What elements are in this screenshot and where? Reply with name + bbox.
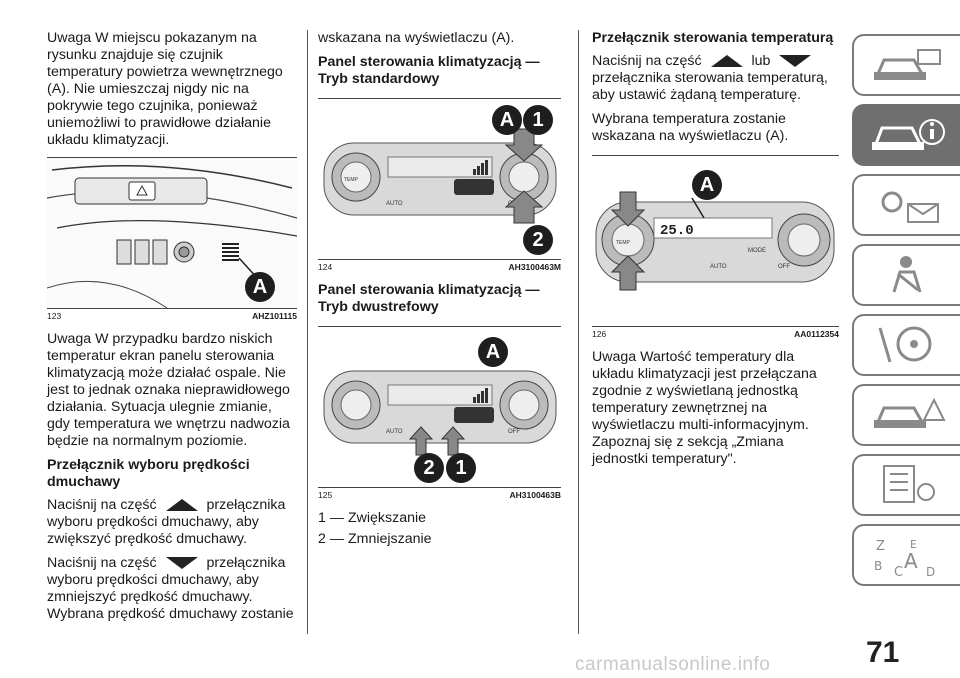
column-2: wskazana na wyświetlaczu (A). Panel ster… xyxy=(318,30,561,552)
off-label: OFF xyxy=(508,429,520,435)
triangle-down-icon xyxy=(779,55,812,68)
figure-123: A xyxy=(47,157,297,309)
temperature-display-text: Wybrana temperatura zostanie wskazana na… xyxy=(592,111,789,144)
figure-code: AH3100463M xyxy=(508,262,561,272)
label-2-badge: 2 xyxy=(523,225,553,255)
auto-label: AUTO xyxy=(386,429,403,435)
tab-car-overview[interactable] xyxy=(852,34,960,96)
list-item: 2 — Zmniejszanie xyxy=(318,531,432,547)
label-a-badge: A xyxy=(692,170,722,200)
car-emergency-icon xyxy=(874,397,946,428)
figure-number: 125 xyxy=(318,490,333,500)
column-divider xyxy=(578,30,579,634)
note-sensor: Uwaga W miejscu pokazanym na rysunku zna… xyxy=(47,30,283,148)
svg-text:Z: Z xyxy=(876,539,885,554)
label-a-badge: A xyxy=(492,105,522,135)
figure-124: AUTO OFF TEMP A 1 2 xyxy=(318,98,561,260)
car-info-icon xyxy=(872,119,945,150)
column-divider xyxy=(307,30,308,634)
auto-label: AUTO xyxy=(710,264,727,270)
control-panel-standard-illustration: AUTO OFF TEMP xyxy=(323,128,557,224)
figure-126: 25.0 AUTO OFF MODE TEMP A xyxy=(592,155,839,327)
triangle-down-icon xyxy=(165,557,198,570)
temperature-instruction: Naciśnij na część lub przełącznika stero… xyxy=(592,53,828,103)
heading-fan-speed: Przełącznik wyboru prędkości dmuchawy xyxy=(47,457,250,490)
heading-temperature-switch: Przełącznik sterowania temperaturą xyxy=(592,30,834,46)
heading-standard-mode: Panel sterowania klimatyzacją — Tryb sta… xyxy=(318,54,540,87)
figure-123-caption: 123 AHZ101115 xyxy=(47,311,297,321)
triangle-up-icon xyxy=(165,499,198,512)
fan-increase-text: Naciśnij na część przełącznika wyboru pr… xyxy=(47,497,286,547)
page-number: 71 xyxy=(866,636,900,669)
figure-number: 124 xyxy=(318,262,333,272)
steering-wheel-icon xyxy=(878,326,932,363)
control-panel-dual-illustration: AUTO OFF xyxy=(323,370,557,456)
svg-text:B: B xyxy=(874,559,882,573)
figure-125: AUTO OFF A 2 1 xyxy=(318,326,561,488)
note-low-temperature: Uwaga W przypadku bardzo niskich tempera… xyxy=(47,331,290,449)
continued-text: wskazana na wyświetlaczu (A). xyxy=(318,30,515,46)
figure-124-caption: 124 AH3100463M xyxy=(318,262,561,272)
tab-driving[interactable] xyxy=(852,314,960,376)
label-a-badge: A xyxy=(478,337,508,367)
figure-code: AH3100463B xyxy=(509,490,561,500)
alphabet-index-icon: Z E B C A D xyxy=(874,538,935,580)
tab-emergency[interactable] xyxy=(852,384,960,446)
tab-maintenance[interactable] xyxy=(852,454,960,516)
label-2-badge: 2 xyxy=(414,453,444,483)
lights-messages-icon xyxy=(881,191,939,223)
temp-label: TEMP xyxy=(616,240,631,246)
mode-label: MODE xyxy=(748,248,766,254)
safety-seatbelt-icon xyxy=(892,256,922,293)
maintenance-checklist-icon xyxy=(883,465,935,503)
tab-lights-messages[interactable] xyxy=(852,174,960,236)
car-overview-icon xyxy=(874,49,941,80)
figure-125-caption: 125 AH3100463B xyxy=(318,490,561,500)
fan-decrease-text: Naciśnij na część przełącznika wyboru pr… xyxy=(47,555,294,622)
note-temperature-unit: Uwaga Wartość temperatury dla układu kli… xyxy=(592,349,817,467)
temperature-display: 25.0 xyxy=(660,223,694,239)
dashboard-sensor-illustration xyxy=(47,158,297,308)
label-1-badge: 1 xyxy=(523,105,553,135)
tab-index[interactable]: Z E B C A D xyxy=(852,524,960,586)
figure-code: AHZ101115 xyxy=(252,311,297,321)
auto-label: AUTO xyxy=(386,201,403,207)
svg-text:C: C xyxy=(894,565,903,580)
temp-label: TEMP xyxy=(344,177,359,183)
svg-text:A: A xyxy=(904,549,918,573)
watermark: carmanualsonline.info xyxy=(575,654,771,675)
svg-text:D: D xyxy=(926,565,935,579)
column-1: Uwaga W miejscu pokazanym na rysunku zna… xyxy=(47,30,297,630)
tab-car-info[interactable] xyxy=(852,104,960,166)
svg-text:E: E xyxy=(910,538,917,551)
triangle-up-icon xyxy=(710,55,743,68)
control-panel-temperature-illustration: 25.0 AUTO OFF MODE TEMP xyxy=(595,191,835,291)
list-item: 1 — Zwiększanie xyxy=(318,510,427,526)
column-3: Przełącznik sterowania temperaturą Naciś… xyxy=(592,30,839,475)
label-1-badge: 1 xyxy=(446,453,476,483)
figure-number: 123 xyxy=(47,311,62,321)
figure-code: AA0112354 xyxy=(794,329,839,339)
figure-126-caption: 126 AA0112354 xyxy=(592,329,839,339)
figure-number: 126 xyxy=(592,329,607,339)
heading-dual-zone-mode: Panel sterowania klimatyzacją — Tryb dwu… xyxy=(318,282,540,315)
label-a-badge: A xyxy=(245,272,275,302)
off-label: OFF xyxy=(778,264,790,270)
tab-safety[interactable] xyxy=(852,244,960,306)
legend-list: 1 — Zwiększanie 2 — Zmniejszanie xyxy=(318,510,561,548)
